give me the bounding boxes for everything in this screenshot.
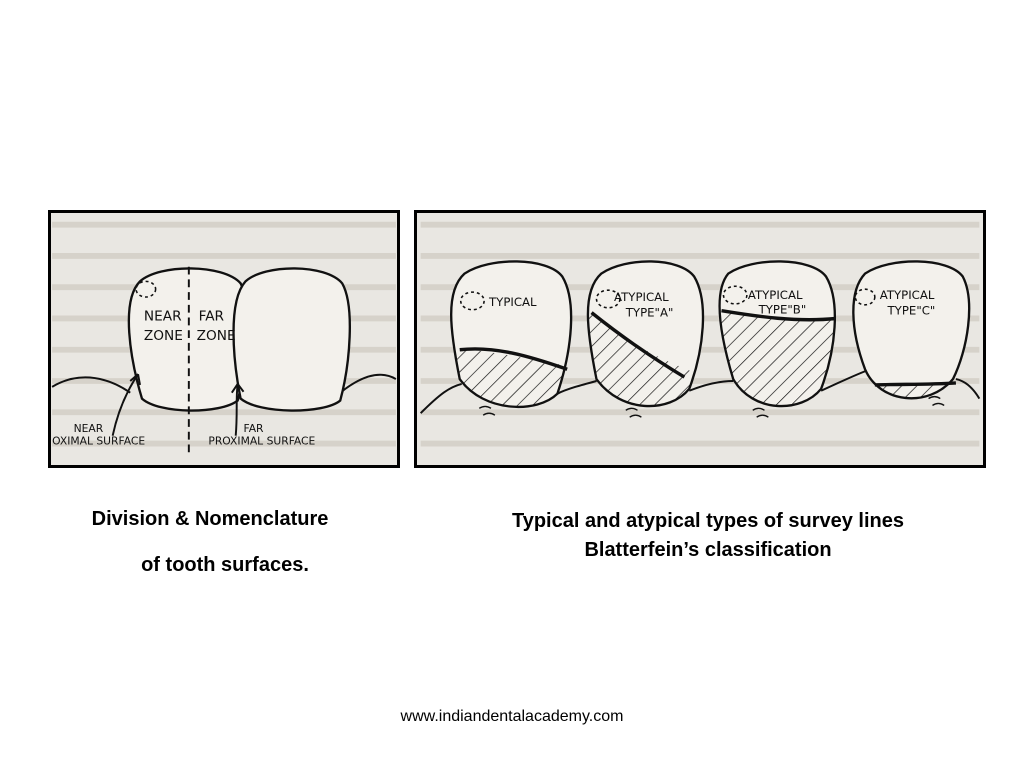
far-surface-label-1: FAR [244, 422, 265, 435]
survey-lines-figure: TYPICAL ATYPICAL TYPE"A" ATYPICAL TYPE"B… [414, 210, 986, 468]
near-zone-label-2: ZONE [144, 328, 183, 344]
type-c-label-1: ATYPICAL [880, 288, 935, 302]
tooth-atypical-a: ATYPICAL TYPE"A" [586, 260, 705, 408]
survey-lines-drawing: TYPICAL ATYPICAL TYPE"A" ATYPICAL TYPE"B… [419, 221, 981, 447]
gum-line [51, 373, 397, 394]
tooth-outline-far [232, 267, 351, 412]
tooth-typical: TYPICAL [450, 260, 573, 409]
far-zone-label-1: FAR [199, 308, 225, 324]
contact-point-circle [722, 285, 748, 305]
footer-url: www.indiandentalacademy.com [400, 708, 624, 725]
near-zone-label-1: NEAR [144, 308, 182, 324]
far-surface-label-2: PROXIMAL SURFACE [208, 434, 315, 447]
tooth-atypical-c: ATYPICAL TYPE"C" [852, 260, 971, 400]
left-caption-line-1: Division & Nomenclature [91, 508, 329, 530]
tooth-surfaces-figure: NEAR ZONE FAR ZONE NEAR OXIMAL SURFACE F… [48, 210, 400, 468]
type-b-label-2: TYPE"B" [758, 303, 807, 317]
far-arrowhead [231, 383, 245, 394]
near-arrowhead [129, 373, 141, 386]
type-b-label-1: ATYPICAL [748, 288, 803, 302]
far-zone-label-2: ZONE [197, 328, 236, 344]
typical-label: TYPICAL [488, 295, 537, 309]
far-arrow [234, 383, 239, 436]
left-caption-line-2: of tooth surfaces. [141, 554, 309, 576]
survey-line-type-a [590, 311, 686, 379]
type-a-label-1: ATYPICAL [614, 290, 669, 304]
near-arrow [111, 373, 139, 436]
type-a-label-2: TYPE"A" [625, 306, 674, 320]
squiggle-marks [478, 395, 945, 418]
contact-point-circle [135, 280, 157, 298]
near-surface-label-2: OXIMAL SURFACE [52, 434, 145, 447]
gum-lines [419, 370, 981, 414]
survey-line-type-c [874, 381, 957, 387]
right-caption-line-2: Blatterfein’s classification [584, 539, 832, 561]
survey-line-typical [459, 347, 568, 371]
survey-line-type-b [721, 308, 836, 322]
type-c-label-2: TYPE"C" [887, 304, 936, 318]
near-surface-label-1: NEAR [74, 422, 104, 435]
tooth-surfaces-drawing: NEAR ZONE FAR ZONE NEAR OXIMAL SURFACE F… [51, 221, 397, 458]
tooth-outline-near [127, 267, 249, 412]
right-caption-line-1: Typical and atypical types of survey lin… [511, 510, 904, 532]
contact-point-circle [854, 288, 876, 306]
tooth-atypical-b: ATYPICAL TYPE"B" [718, 260, 837, 408]
contact-point-circle [595, 289, 621, 309]
contact-point-circle [459, 291, 485, 311]
